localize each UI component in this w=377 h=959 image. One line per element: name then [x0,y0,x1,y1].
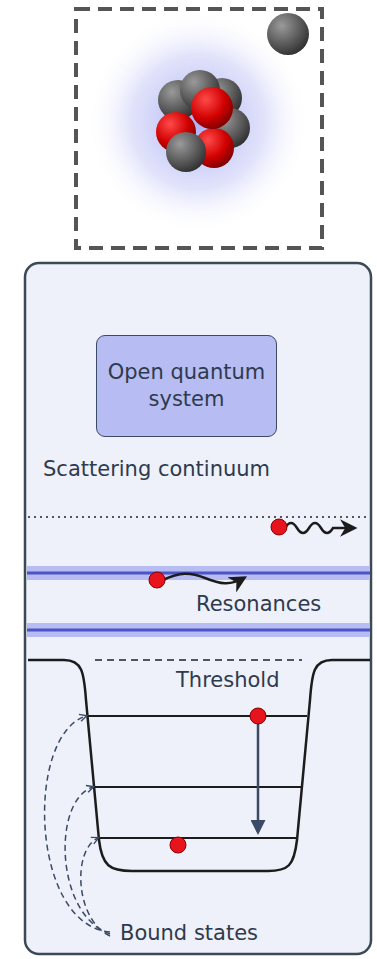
region-label: Resonances [196,592,321,617]
region-label: Threshold [176,668,280,693]
region-label: Scattering continuum [43,457,270,482]
system-box: Open quantum system [96,335,277,437]
region-label: Bound states [120,921,258,946]
box-title: Open quantum system [107,359,266,414]
